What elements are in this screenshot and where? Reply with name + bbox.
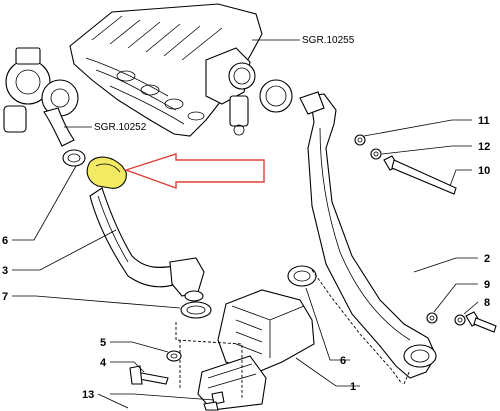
hose-clamp-lower xyxy=(180,301,212,319)
intake-hose xyxy=(89,187,205,302)
callout-9: 9 xyxy=(484,279,490,291)
fasteners-lower-right xyxy=(426,311,497,333)
fasteners-lower-left xyxy=(129,350,182,385)
callout-7: 7 xyxy=(2,291,8,303)
fasteners-upper xyxy=(354,134,457,195)
fasteners-13 xyxy=(203,391,225,411)
reference-labels: SGR.10255 SGR.10252 xyxy=(64,35,355,133)
callout-6-right: 6 xyxy=(340,355,346,367)
callout-4: 4 xyxy=(100,357,107,369)
callout-1: 1 xyxy=(350,381,356,393)
callout-numbers: 1 2 3 4 5 6 6 7 8 9 10 11 12 13 xyxy=(2,115,490,401)
callout-11: 11 xyxy=(478,115,490,127)
sleeve-highlight xyxy=(86,156,127,189)
pointer-arrow xyxy=(123,153,265,189)
intake-manifold xyxy=(69,3,293,137)
pressure-pipe xyxy=(299,91,437,385)
callout-2: 2 xyxy=(484,253,490,265)
callout-5: 5 xyxy=(100,337,106,349)
hose-clamp-upper xyxy=(62,149,86,167)
turbocharger xyxy=(3,47,79,147)
hose-clamp-right xyxy=(287,265,317,287)
ref-label-manifold: SGR.10255 xyxy=(302,35,355,46)
ref-label-turbo: SGR.10252 xyxy=(94,122,147,133)
highlighted-sleeve xyxy=(86,156,127,189)
callout-13: 13 xyxy=(82,389,94,401)
callout-leaders xyxy=(12,119,479,409)
callout-6-left: 6 xyxy=(2,235,8,247)
callout-10: 10 xyxy=(478,165,490,177)
callout-3: 3 xyxy=(2,265,8,277)
callout-12: 12 xyxy=(478,141,490,153)
callout-8: 8 xyxy=(484,297,490,309)
